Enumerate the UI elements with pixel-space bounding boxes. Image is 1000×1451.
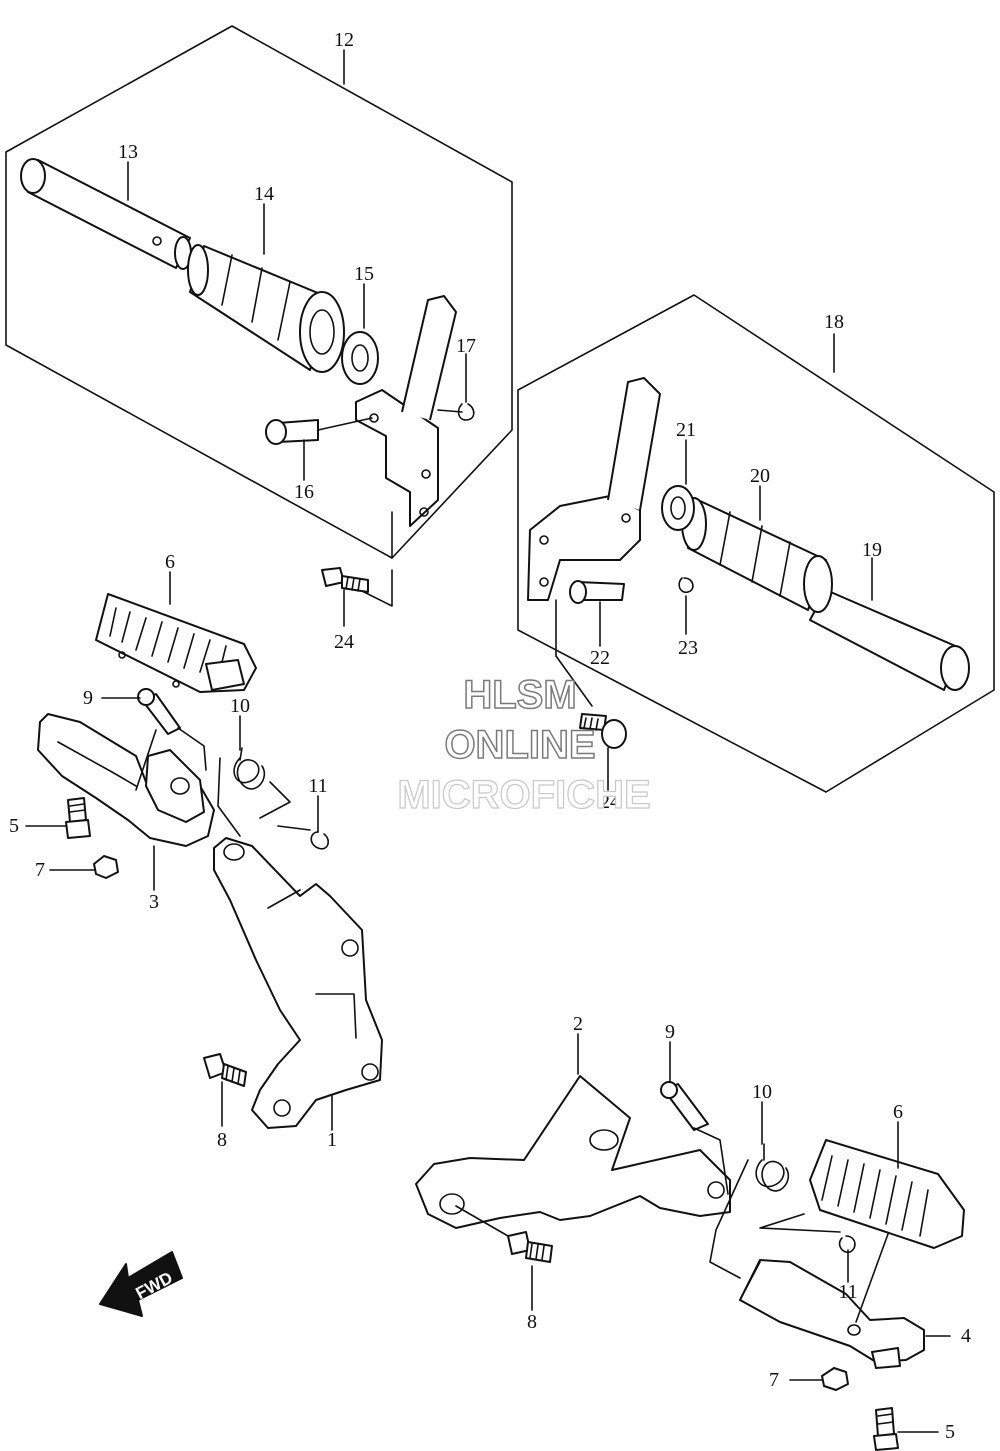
callout-22: 22 bbox=[590, 647, 610, 669]
callout-9-right: 9 bbox=[665, 1021, 675, 1043]
part-17-e-clip bbox=[457, 403, 475, 421]
watermark: HLSM ONLINE MICROFICHE bbox=[397, 672, 652, 817]
part-1-main-bracket bbox=[213, 837, 383, 1129]
callout-24-upper: 24 bbox=[334, 631, 354, 653]
callout-20: 20 bbox=[750, 465, 770, 487]
part-14-roller bbox=[187, 244, 345, 373]
callout-14: 14 bbox=[254, 183, 274, 205]
part-3-footrest-bracket-left bbox=[37, 713, 215, 847]
footrest-bracket-upper bbox=[355, 295, 457, 527]
part-20-roller bbox=[681, 497, 833, 613]
callout-17: 17 bbox=[456, 335, 476, 357]
watermark-line-2: ONLINE bbox=[444, 723, 595, 767]
callout-19: 19 bbox=[862, 539, 882, 561]
callout-6-left: 6 bbox=[165, 551, 175, 573]
part-7-nut-right bbox=[821, 1367, 849, 1391]
assembly-12-box bbox=[5, 25, 513, 559]
callout-23: 23 bbox=[678, 637, 698, 659]
part-24-bolt-upper bbox=[321, 567, 369, 593]
fwd-direction-arrow: FWD bbox=[99, 1251, 183, 1317]
callout-10-right: 10 bbox=[752, 1081, 772, 1103]
part-24-bolt-lower bbox=[579, 713, 627, 749]
callout-10-left: 10 bbox=[230, 695, 250, 717]
part-6-footpeg-rubber-right bbox=[809, 1139, 965, 1249]
callout-2: 2 bbox=[573, 1013, 583, 1035]
callout-5-left: 5 bbox=[9, 815, 19, 837]
assembly-12-group bbox=[5, 25, 513, 607]
assembly-18-group bbox=[517, 294, 995, 793]
part-13-pin bbox=[20, 158, 192, 270]
assembly-18-box bbox=[517, 294, 995, 793]
part-11-e-clip-left bbox=[310, 831, 330, 850]
part-10-spring-right bbox=[755, 1143, 790, 1192]
part-2-footrest-bracket-right bbox=[415, 1075, 731, 1229]
part-10-spring-left bbox=[233, 747, 266, 790]
part-8-bolt-left bbox=[203, 1053, 247, 1087]
callout-18: 18 bbox=[824, 311, 844, 333]
part-21-washer bbox=[661, 485, 695, 531]
callout-11-right: 11 bbox=[838, 1281, 857, 1303]
callout-24-lower: 24 bbox=[600, 791, 620, 813]
callout-7-right: 7 bbox=[769, 1369, 779, 1391]
callout-16: 16 bbox=[294, 481, 314, 503]
callout-8-right: 8 bbox=[527, 1311, 537, 1333]
watermark-line-1: HLSM bbox=[463, 673, 576, 717]
callout-5-right: 5 bbox=[945, 1421, 955, 1443]
callout-1: 1 bbox=[327, 1129, 337, 1151]
part-11-e-clip-right bbox=[838, 1235, 856, 1254]
footrest-bracket-right bbox=[527, 377, 661, 601]
callout-leaders bbox=[25, 49, 951, 1433]
callout-15: 15 bbox=[354, 263, 374, 285]
callout-9-left: 9 bbox=[83, 687, 93, 709]
callout-3: 3 bbox=[149, 891, 159, 913]
part-19-pin bbox=[809, 589, 970, 691]
callout-6-right: 6 bbox=[893, 1101, 903, 1123]
callout-labels: 12 13 14 15 17 16 24 18 21 20 19 22 23 2… bbox=[9, 29, 971, 1443]
callout-13: 13 bbox=[118, 141, 138, 163]
callout-4: 4 bbox=[961, 1325, 971, 1347]
part-7-nut-left bbox=[93, 855, 119, 879]
part-15-washer bbox=[341, 331, 379, 385]
part-6-footpeg-rubber-left bbox=[95, 593, 257, 693]
part-5-stopper-bolt-right bbox=[873, 1407, 899, 1451]
watermark-line-3: MICROFICHE bbox=[397, 773, 650, 817]
callout-12: 12 bbox=[334, 29, 354, 51]
part-8-bolt-right bbox=[507, 1231, 553, 1263]
part-22-clevis-pin bbox=[569, 580, 625, 604]
part-16-clevis-pin bbox=[265, 419, 319, 445]
callout-7-left: 7 bbox=[35, 859, 45, 881]
part-9-pin-right bbox=[660, 1081, 709, 1131]
callout-11-left: 11 bbox=[308, 775, 327, 797]
callout-21: 21 bbox=[676, 419, 696, 441]
part-9-pin-left bbox=[137, 688, 181, 735]
part-5-stopper-bolt-left bbox=[65, 797, 91, 839]
callout-8-left: 8 bbox=[217, 1129, 227, 1151]
part-23-e-clip bbox=[678, 577, 694, 594]
part-4-footrest-bracket-right bbox=[739, 1259, 925, 1369]
